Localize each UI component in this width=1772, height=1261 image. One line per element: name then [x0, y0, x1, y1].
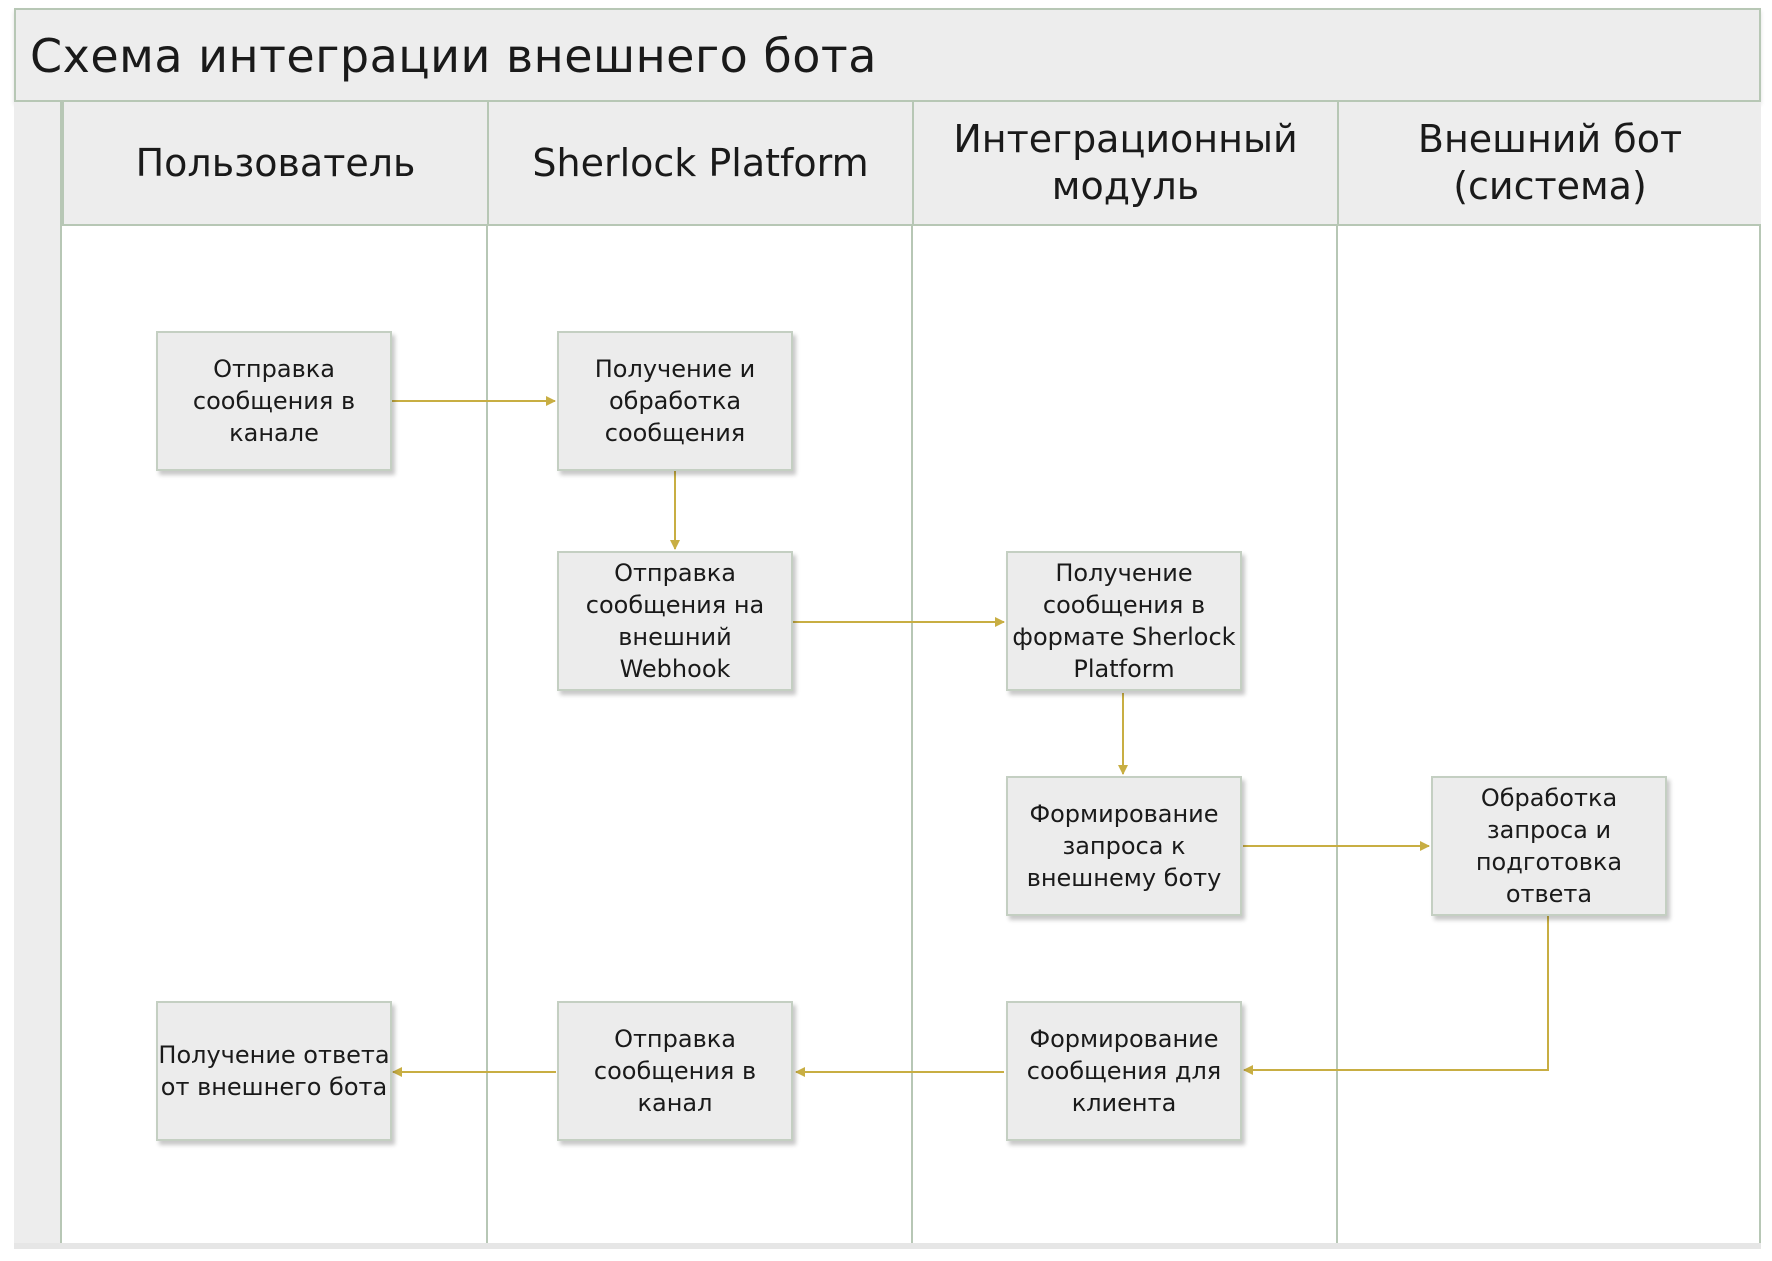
step-label: Обработка запроса и подготовка ответа [1475, 784, 1623, 908]
lane-header-platform: Sherlock Platform [487, 102, 912, 226]
step-bot-process-request: Обработка запроса и подготовка ответа [1431, 776, 1667, 916]
step-platform-receive-process: Получение и обработка сообщения [557, 331, 793, 471]
lane-divider [911, 226, 913, 1245]
diagram-title: Схема интеграции внешнего бота [30, 29, 877, 83]
lane-header-integration-module: Интеграционный модуль [912, 102, 1337, 226]
step-user-send-message: Отправка сообщения в канале [156, 331, 392, 471]
lane-label: Интеграционный модуль [953, 117, 1298, 208]
title-bar: Схема интеграции внешнего бота [14, 8, 1761, 102]
lane-divider [486, 226, 488, 1245]
step-label: Формирование сообщения для клиента [1026, 1025, 1222, 1117]
connector-bot-to-client-msg [1243, 916, 1549, 1075]
step-label: Отправка сообщения в канал [593, 1025, 757, 1117]
lane-header-user: Пользователь [62, 102, 487, 226]
step-platform-send-to-channel: Отправка сообщения в канал [557, 1001, 793, 1141]
bottom-strip [14, 1243, 1761, 1249]
step-module-build-request: Формирование запроса к внешнему боту [1006, 776, 1242, 916]
swimlane-gutter [14, 102, 62, 1245]
lane-divider [1336, 226, 1338, 1245]
step-label: Получение и обработка сообщения [594, 355, 756, 447]
lane-label: Внешний бот (система) [1417, 117, 1683, 208]
step-label: Отправка сообщения на внешний Webhook [585, 559, 765, 683]
lane-label: Пользователь [135, 140, 416, 185]
step-label: Отправка сообщения в канале [192, 355, 356, 447]
step-platform-send-webhook: Отправка сообщения на внешний Webhook [557, 551, 793, 691]
step-module-receive-message: Получение сообщения в формате Sherlock P… [1006, 551, 1242, 691]
step-label: Получение сообщения в формате Sherlock P… [1012, 559, 1236, 683]
lane-header-external-bot: Внешний бот (система) [1337, 102, 1761, 226]
step-module-build-client-message: Формирование сообщения для клиента [1006, 1001, 1242, 1141]
step-label: Получение ответа от внешнего бота [158, 1041, 390, 1101]
step-user-receive-reply: Получение ответа от внешнего бота [156, 1001, 392, 1141]
lane-label: Sherlock Platform [532, 140, 869, 185]
step-label: Формирование запроса к внешнему боту [1026, 800, 1222, 892]
